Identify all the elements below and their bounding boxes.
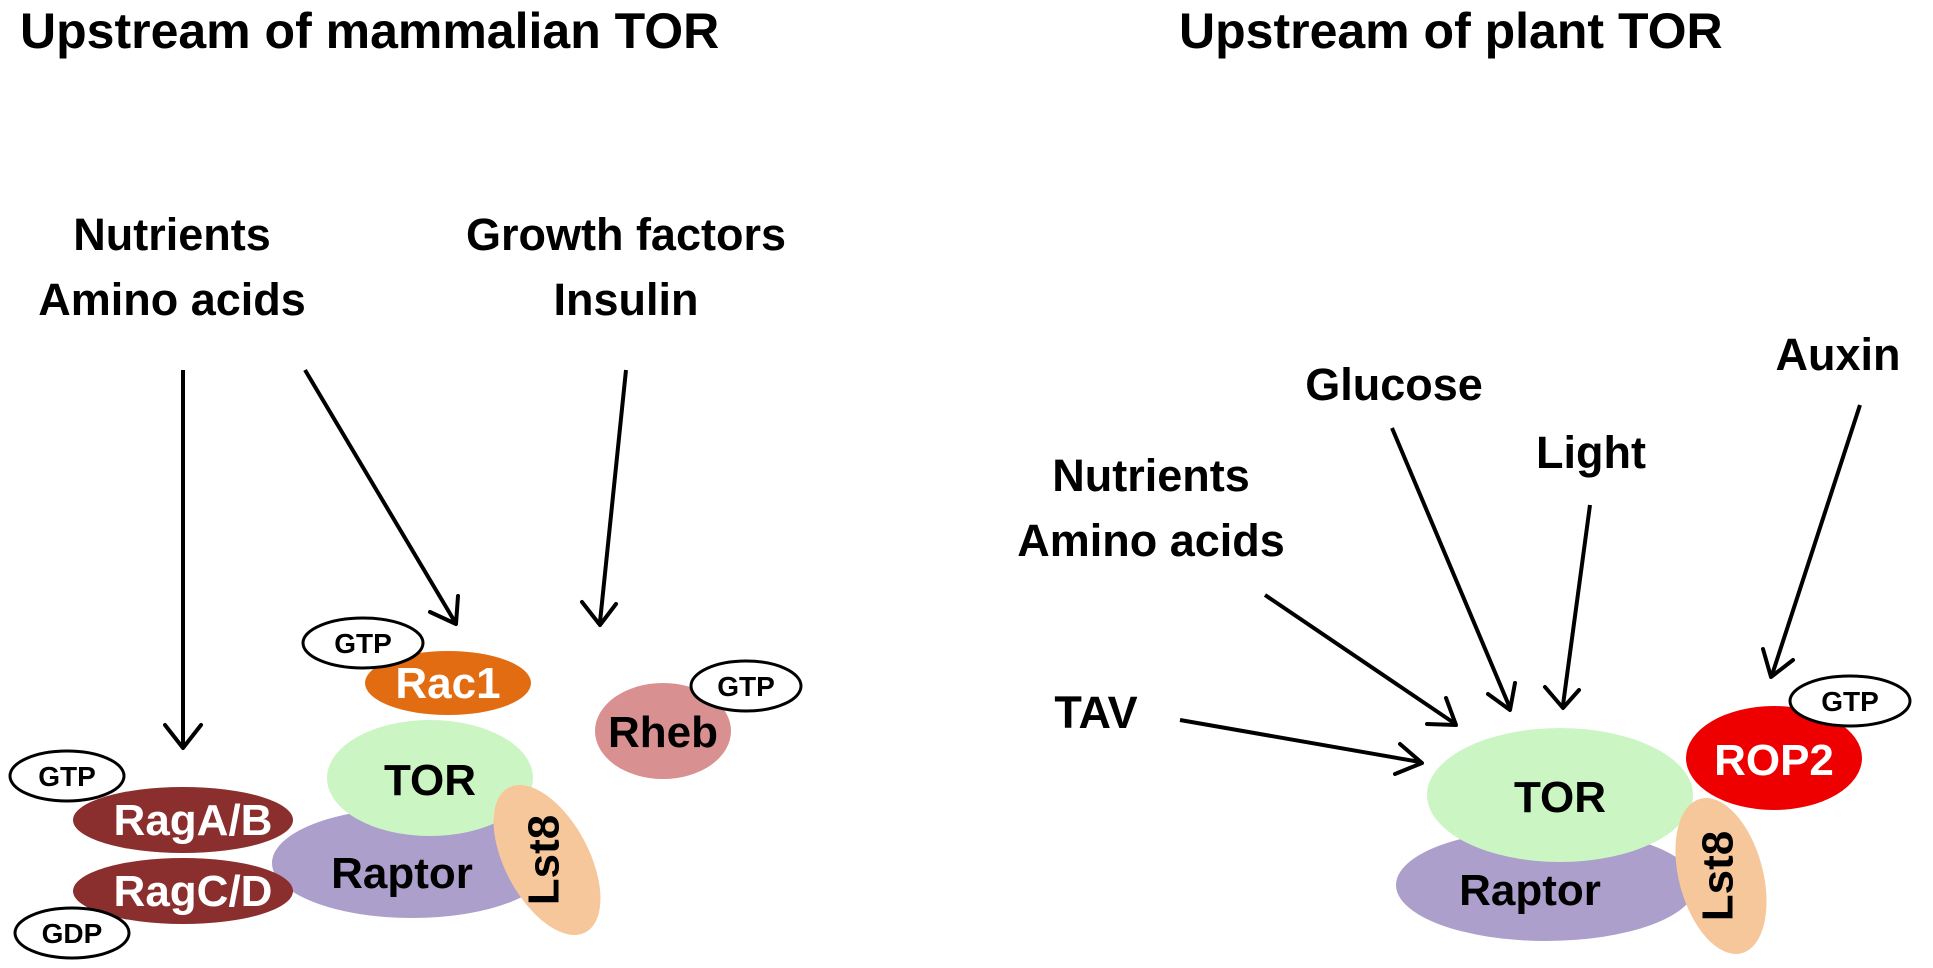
plant-title: Upstream of plant TOR (1179, 3, 1723, 59)
rac1-node (365, 651, 531, 715)
plant-lst8-node: Lst8 (1675, 797, 1767, 955)
plant-glucose-label: Glucose (1305, 359, 1483, 410)
arrow-auxin-to-rop2 (1761, 404, 1862, 679)
rop2-gtp-label: GTP (1821, 686, 1879, 717)
raga-b-label: RagA/B (114, 796, 273, 845)
mammalian-raptor-label: Raptor (331, 849, 473, 898)
mammalian-insulin-label: Insulin (554, 274, 699, 325)
raga-b-node (73, 787, 293, 853)
rac1-label: Rac1 (395, 659, 500, 708)
arrow-nutrients-to-rag (163, 370, 203, 750)
arrow-nutrients-to-tor (1263, 593, 1458, 727)
plant-raptor-node (1396, 829, 1696, 941)
mammalian-title: Upstream of mammalian TOR (20, 3, 719, 59)
arrow-glucose-to-tor (1390, 427, 1517, 712)
ragc-d-label: RagC/D (114, 867, 273, 916)
rop2-node (1686, 706, 1862, 810)
rheb-gtp-badge (689, 659, 803, 713)
arrow-light-to-tor (1543, 504, 1592, 710)
rac1-gtp-label: GTP (334, 628, 392, 659)
mammalian-panel: Upstream of mammalian TOR Nutrients Amin… (8, 3, 803, 960)
mammalian-lst8-node: Lst8 (493, 784, 601, 936)
mammalian-lst8-label: Lst8 (520, 815, 569, 905)
plant-tor-label: TOR (1514, 773, 1606, 822)
mammalian-amino-acids-label: Amino acids (38, 274, 306, 325)
arrow-nutrients-to-rac1 (303, 368, 460, 626)
plant-nutrients-label: Nutrients (1052, 450, 1250, 501)
ragc-d-gdp-label: GDP (42, 918, 103, 949)
raga-b-gtp-badge (8, 749, 126, 803)
rac1-gtp-badge (301, 616, 425, 670)
raga-b-gtp-label: GTP (38, 761, 96, 792)
ragc-d-gdp-badge (13, 906, 131, 960)
rop2-label: ROP2 (1714, 736, 1834, 785)
arrow-insulin-to-rheb (580, 369, 628, 627)
plant-auxin-label: Auxin (1775, 329, 1900, 380)
plant-lst8-shape (1675, 797, 1767, 955)
mammalian-raptor-node (272, 808, 552, 918)
plant-light-label: Light (1536, 427, 1646, 478)
mammalian-growth-factors-label: Growth factors (466, 209, 786, 260)
rheb-node (595, 683, 731, 779)
mammalian-tor-label: TOR (384, 756, 476, 805)
plant-tav-label: TAV (1054, 687, 1137, 738)
arrow-tav-to-tor (1179, 718, 1424, 776)
mammalian-lst8-shape (493, 784, 601, 936)
ragc-d-node (73, 858, 293, 924)
plant-lst8-label: Lst8 (1694, 831, 1743, 921)
rop2-gtp-badge (1788, 674, 1912, 728)
plant-panel: Upstream of plant TOR Glucose Auxin Ligh… (1017, 3, 1912, 955)
mammalian-nutrients-label: Nutrients (73, 209, 271, 260)
plant-raptor-label: Raptor (1459, 866, 1601, 915)
mammalian-tor-node (327, 720, 533, 836)
rheb-gtp-label: GTP (717, 671, 775, 702)
rheb-label: Rheb (608, 708, 718, 757)
plant-tor-node (1427, 728, 1693, 862)
plant-amino-acids-label: Amino acids (1017, 515, 1285, 566)
